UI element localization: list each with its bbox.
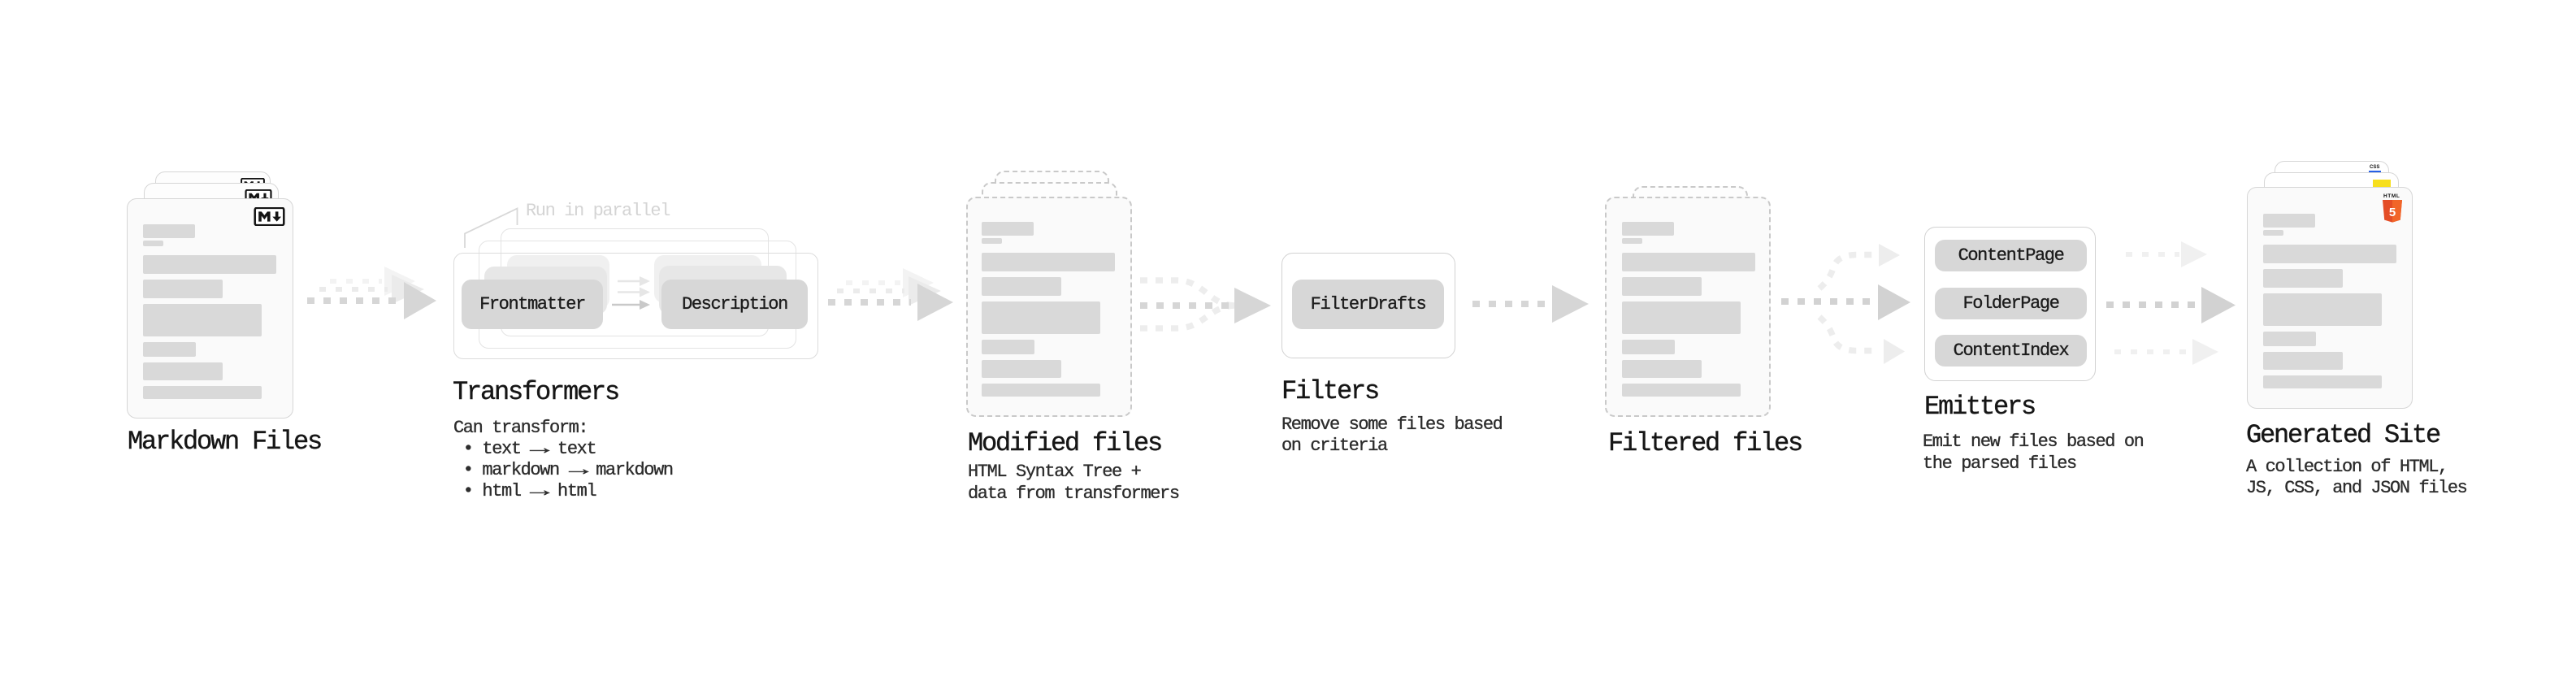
svg-text:5: 5 [2389, 206, 2396, 219]
